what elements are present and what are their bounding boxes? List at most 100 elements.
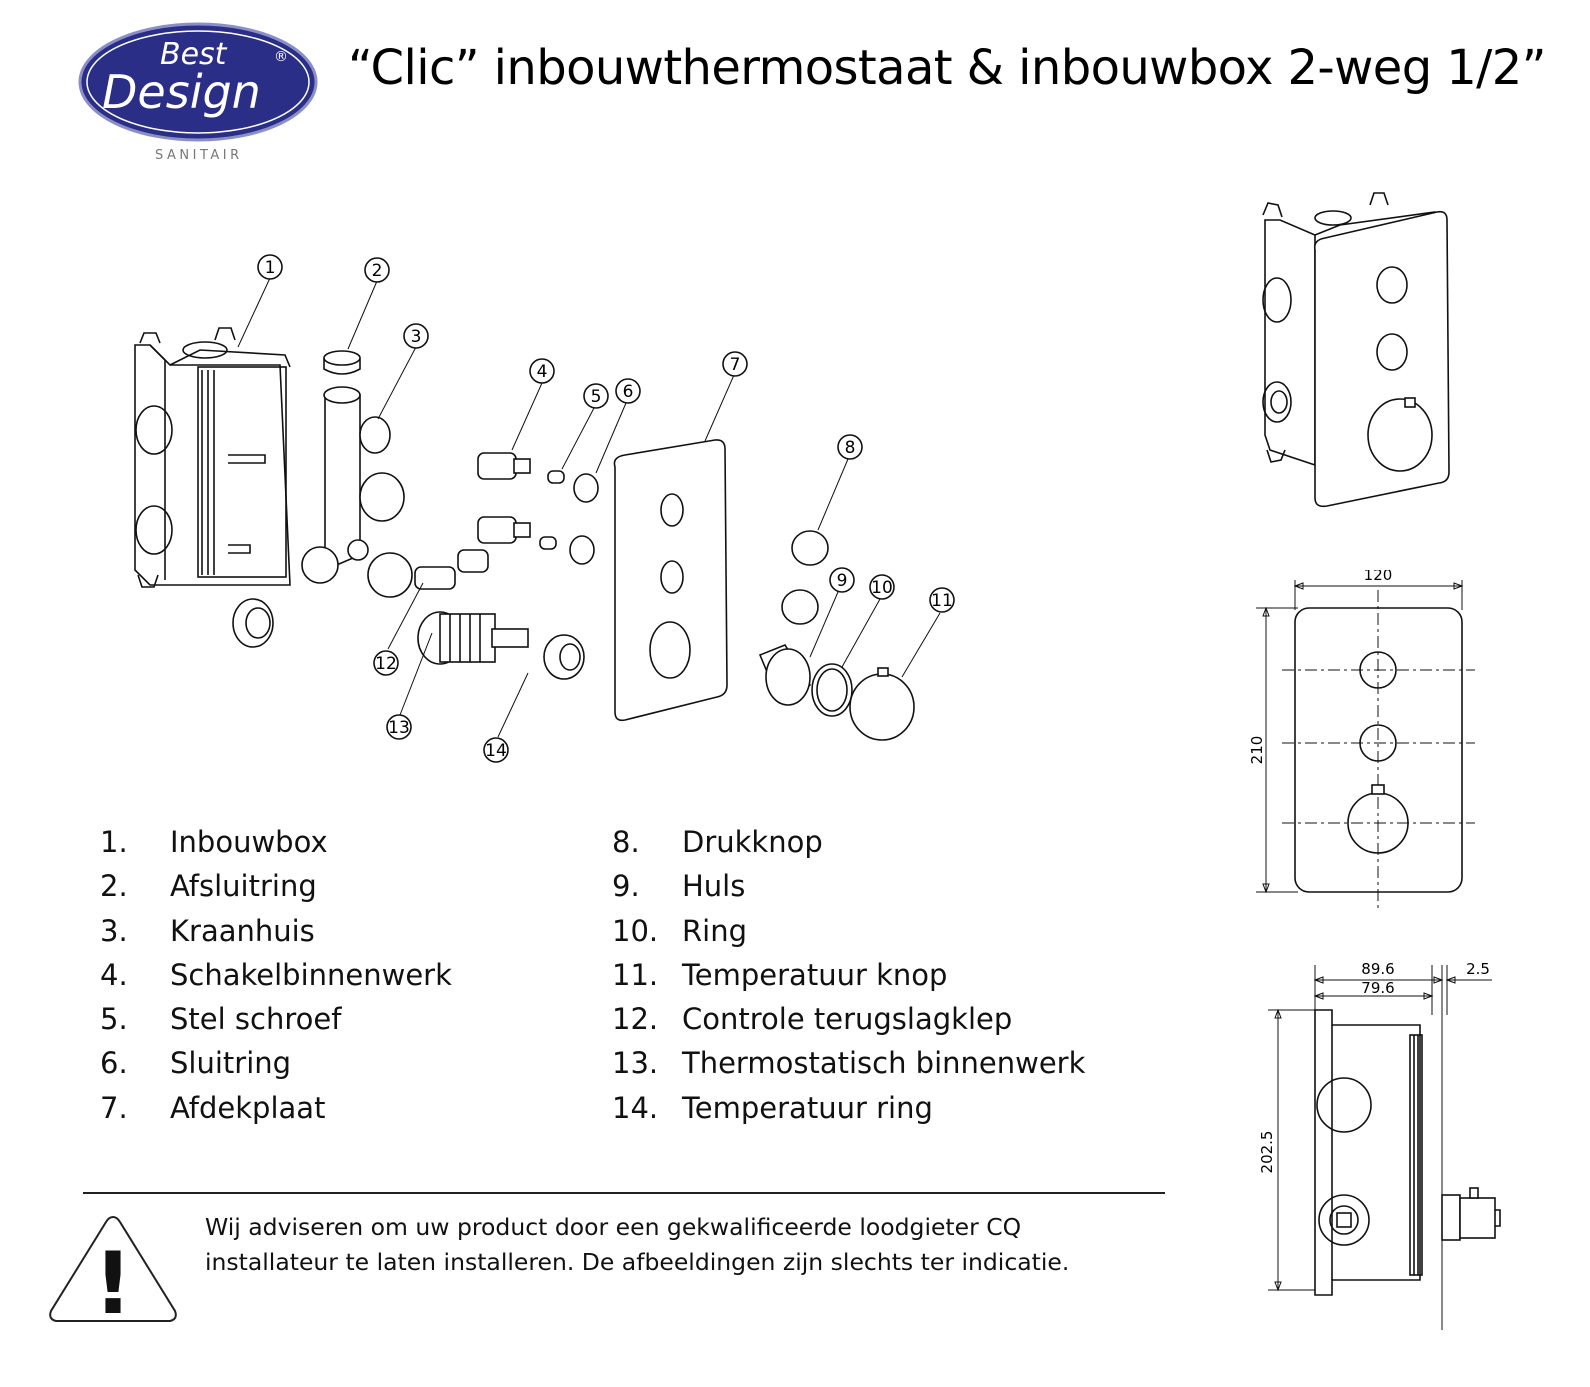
callout-1-label: 1	[265, 258, 276, 278]
list-item-number: 11.	[612, 957, 659, 992]
dim-side-height: 202.5	[1260, 1131, 1276, 1174]
list-item-label: Afdekplaat	[170, 1090, 326, 1125]
list-item-number: 9.	[612, 869, 640, 904]
page-title: “Clic” inbouwthermostaat & inbouwbox 2-w…	[348, 40, 1547, 96]
list-item-number: 14.	[612, 1090, 659, 1125]
logo-design: Design	[102, 65, 261, 119]
list-item-number: 13.	[612, 1046, 659, 1081]
list-item: 5. Stel schroef	[100, 1002, 452, 1046]
list-item-number: 4.	[100, 957, 128, 992]
list-item-label: Temperatuur knop	[682, 957, 948, 992]
dim-side-depth-box: 79.6	[1361, 979, 1394, 997]
callout-12-label: 12	[375, 654, 397, 674]
list-item: 10.Ring	[612, 914, 1085, 958]
list-item-label: Drukknop	[682, 825, 823, 859]
list-item-label: Inbouwbox	[170, 825, 328, 859]
callout-14-label: 14	[485, 741, 507, 761]
list-item-number: 8.	[612, 825, 640, 859]
callout-5-label: 5	[591, 387, 602, 407]
dim-front-width: 120	[1364, 570, 1393, 584]
list-item-label: Temperatuur ring	[682, 1090, 933, 1125]
callout-9-label: 9	[837, 571, 848, 591]
callout-10: 10	[869, 574, 895, 600]
part-inbouwbox	[134, 327, 291, 588]
logo-best: Best	[160, 37, 228, 72]
callout-7: 7	[722, 351, 748, 377]
list-item: 14. Temperatuur ring	[612, 1091, 1085, 1135]
warning-exclamation: !	[93, 1234, 132, 1325]
list-item: 9. Huls	[612, 869, 1085, 913]
dim-plate-thickness: 2.5	[1466, 960, 1490, 978]
list-item: 7. Afdekplaat	[100, 1091, 452, 1135]
part-ring	[811, 663, 853, 717]
list-item-number: 12.	[612, 1002, 659, 1037]
callout-12: 12	[373, 650, 399, 676]
callout-14: 14	[483, 737, 509, 763]
callout-4: 4	[529, 358, 555, 384]
part-schakelbinnenwerk	[477, 452, 531, 544]
callout-2: 2	[364, 257, 390, 283]
part-kraanhuis	[301, 386, 413, 598]
callout-13: 13	[386, 714, 412, 740]
dim-front-height: 210	[1250, 736, 1266, 765]
part-controle-terugslagklep	[414, 549, 489, 590]
part-huls	[758, 644, 812, 706]
callout-6-label: 6	[623, 382, 634, 402]
part-loose-ring	[232, 598, 274, 648]
callout-7-label: 7	[730, 355, 741, 375]
part-afsluitring	[323, 350, 361, 375]
parts-list-right: 8. Drukknop 9. Huls 10.Ring 11. Temperatuur…	[612, 825, 1085, 1135]
callout-6: 6	[615, 378, 641, 404]
list-item-label: Stel schroef	[170, 1002, 342, 1037]
list-item-number: 2.	[100, 869, 128, 904]
callout-3-label: 3	[411, 327, 422, 347]
divider	[83, 1192, 1165, 1194]
list-item: 1. Inbouwbox	[100, 825, 452, 869]
list-item-number: 5.	[100, 1002, 128, 1037]
part-sluitring	[569, 473, 599, 565]
list-item-number: 10.	[612, 913, 659, 948]
callout-8-label: 8	[845, 438, 856, 458]
list-item: 13. Thermostatisch binnenwerk	[612, 1046, 1085, 1090]
list-item: 8. Drukknop	[612, 825, 1085, 869]
callout-3: 3	[403, 323, 429, 349]
list-item-number: 1.	[100, 825, 128, 859]
list-item-number: 3.	[100, 913, 128, 948]
logo-tagline: SANITAIR	[155, 148, 243, 163]
warning-icon: !	[49, 1215, 177, 1325]
callout-13-label: 13	[388, 718, 410, 738]
list-item: 3.Kraanhuis	[100, 914, 452, 958]
list-item-label: Controle terugslagklep	[682, 1002, 1013, 1037]
callout-10-label: 10	[871, 578, 893, 598]
list-item-label: Huls	[682, 869, 746, 904]
logo-registered: ®	[274, 49, 288, 65]
logo-ellipse	[78, 22, 318, 142]
logo-ellipse-inner-ring	[86, 30, 310, 134]
callout-11: 11	[929, 587, 955, 613]
part-thermostatisch-binnenwerk	[417, 611, 529, 665]
callout-9: 9	[829, 567, 855, 593]
callout-2-label: 2	[372, 261, 383, 281]
front-view-dimension-drawing: 120 210	[1250, 570, 1475, 910]
isometric-product-view	[1262, 192, 1450, 508]
list-item-number: 7.	[100, 1090, 128, 1125]
part-stel-schroef	[539, 470, 565, 550]
list-item: 6. Sluitring	[100, 1046, 452, 1090]
side-view-dimension-drawing: 89.6 79.6 2.5 202.5	[1260, 960, 1501, 1330]
list-item: 12. Controle terugslagklep	[612, 1002, 1085, 1046]
part-temperatuur-ring	[543, 634, 585, 680]
list-item: 4.Schakelbinnenwerk	[100, 958, 452, 1002]
list-item-label: Afsluitring	[170, 869, 317, 904]
part-drukknop	[781, 530, 829, 625]
callout-1: 1	[257, 254, 283, 280]
list-item: 11. Temperatuur knop	[612, 958, 1085, 1002]
list-item-label: Sluitring	[170, 1046, 292, 1081]
callout-leader-lines	[237, 277, 941, 738]
callout-5: 5	[583, 383, 609, 409]
list-item-label: Thermostatisch binnenwerk	[682, 1046, 1086, 1081]
best-design-logo: Best ® Design SANITAIR	[78, 22, 318, 163]
callout-8: 8	[837, 434, 863, 460]
parts-list-left: 1. Inbouwbox 2. Afsluitring 3.Kraanhuis 4.…	[100, 825, 452, 1135]
dim-side-depth-total: 89.6	[1361, 960, 1394, 978]
list-item-number: 6.	[100, 1046, 128, 1081]
